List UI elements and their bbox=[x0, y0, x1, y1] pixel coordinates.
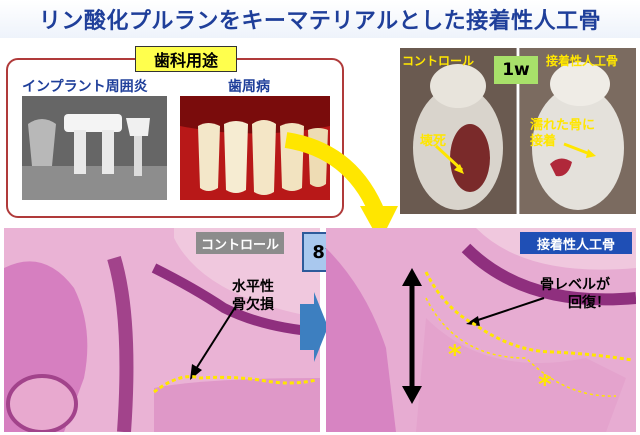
control-bone-line bbox=[153, 375, 317, 394]
recovery-label-line1: 骨レベルが bbox=[540, 277, 610, 293]
recovery-arrow bbox=[466, 297, 545, 326]
implant-xray-image bbox=[22, 96, 167, 200]
page-title: リン酸化プルランをキーマテリアルとした接着性人工骨 bbox=[38, 9, 602, 34]
necrosis-arrow bbox=[434, 144, 464, 174]
implant-caption: インプラント周囲炎 bbox=[22, 79, 148, 95]
progress-arrow bbox=[300, 292, 328, 362]
defect-label-line1: 水平性 bbox=[232, 279, 274, 295]
photo-control-label: コントロール bbox=[402, 54, 475, 68]
photo-adhesive-label: 接着性人工骨 bbox=[546, 54, 619, 68]
bone-height-arrow bbox=[402, 268, 422, 404]
wet-bone-label-line1: 濡れた骨に bbox=[530, 118, 596, 133]
asterisk-marker: * bbox=[538, 370, 552, 400]
connector-arrow bbox=[284, 132, 398, 242]
histology-control-label: コントロール bbox=[196, 232, 284, 254]
necrosis-label: 壊死 bbox=[420, 134, 447, 149]
defect-label-line2: 骨欠損 bbox=[232, 297, 274, 313]
dental-use-label: 歯科用途 bbox=[135, 46, 237, 72]
wet-bone-arrow bbox=[563, 142, 596, 158]
title-bar: リン酸化プルランをキーマテリアルとした接着性人工骨 bbox=[0, 0, 640, 38]
histology-control-image bbox=[4, 228, 320, 432]
wet-bone-label-line2: 接着 bbox=[530, 134, 557, 149]
periodontal-caption: 歯周病 bbox=[228, 79, 270, 95]
recovery-label-line2: 回復！ bbox=[568, 295, 610, 311]
adhesive-bone-line bbox=[424, 271, 633, 362]
asterisk-marker: * bbox=[448, 340, 462, 370]
histology-adhesive-label: 接着性人工骨 bbox=[520, 232, 632, 254]
week-1-badge: 1w bbox=[494, 56, 538, 84]
